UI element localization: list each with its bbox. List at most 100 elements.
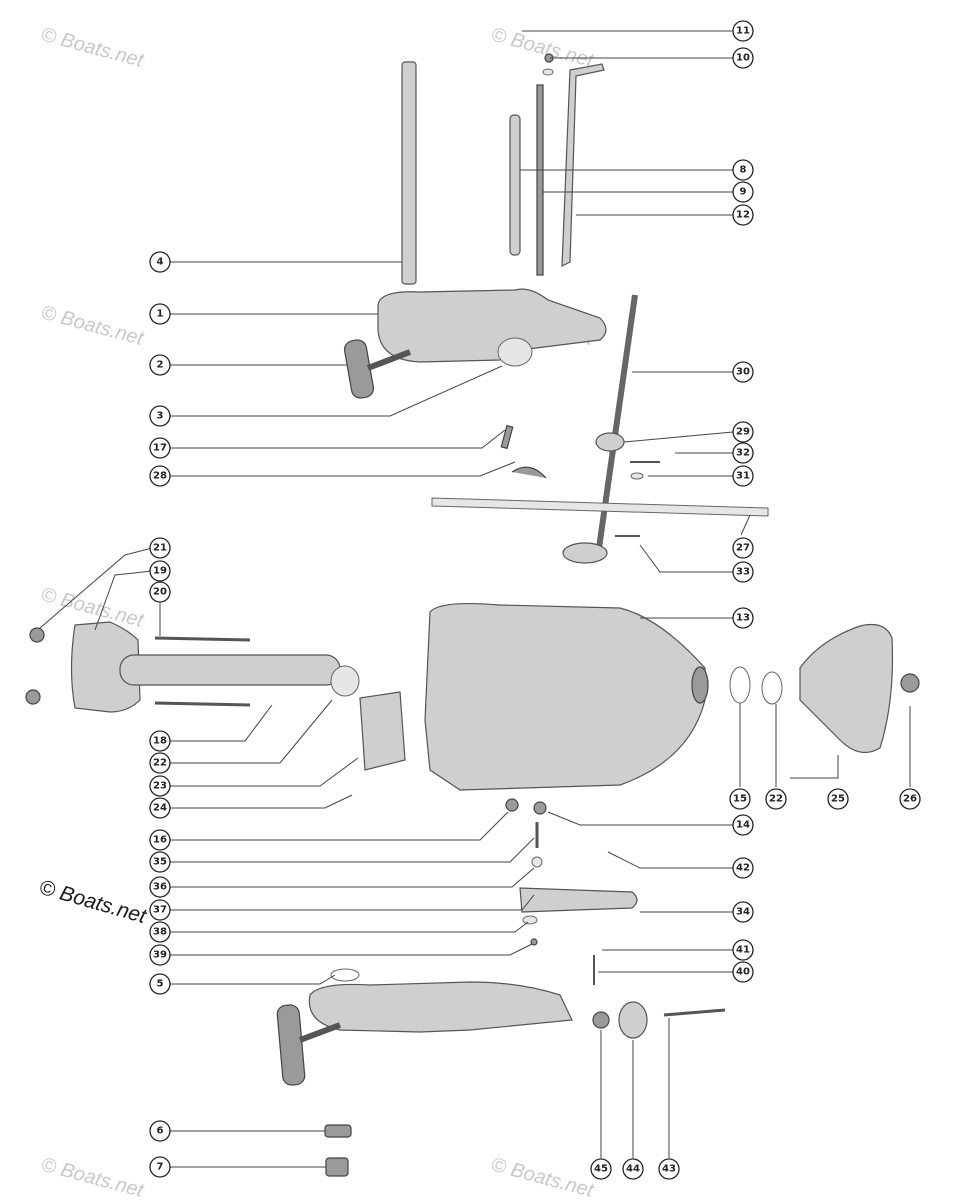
callout-40: 40 [732, 961, 754, 983]
svg-text:29: 29 [736, 427, 750, 438]
callout-2: 2 [149, 354, 171, 376]
svg-text:27: 27 [736, 543, 750, 554]
callout-8: 8 [732, 159, 754, 181]
callout-6: 6 [149, 1120, 171, 1142]
watermark-prominent: © Boats.net [37, 876, 150, 929]
rod-part-9 [536, 84, 544, 276]
svg-text:35: 35 [153, 857, 167, 868]
lower-handle-arm [298, 1022, 342, 1043]
collar-part-29 [595, 432, 625, 452]
bolt-part-20 [154, 636, 251, 642]
svg-text:18: 18 [153, 736, 167, 747]
part-7 [325, 1157, 349, 1177]
callout-44: 44 [622, 1158, 644, 1180]
svg-text:43: 43 [662, 1164, 676, 1175]
leader-lines [39, 30, 911, 1168]
callout-11: 11 [732, 20, 754, 42]
callout-17: 17 [149, 437, 171, 459]
leader-25 [790, 755, 839, 779]
callout-16: 16 [149, 829, 171, 851]
leader-23 [170, 757, 359, 787]
clamp-part-25 [799, 623, 894, 754]
callout-28: 28 [149, 465, 171, 487]
nut-lower [25, 689, 41, 705]
callout-25: 25 [827, 788, 849, 810]
svg-text:26: 26 [903, 794, 917, 805]
svg-text:19: 19 [153, 566, 167, 577]
callout-31: 31 [732, 465, 754, 487]
leader-16 [170, 811, 509, 841]
svg-text:30: 30 [736, 367, 750, 378]
callout-27: 27 [732, 537, 754, 559]
nut-part-21 [29, 627, 45, 643]
leader-29 [623, 431, 734, 443]
callout-33: 33 [732, 561, 754, 583]
svg-text:15: 15 [733, 794, 747, 805]
watermark-text: © Boats.net [39, 302, 147, 351]
bolt-part-43 [663, 1008, 726, 1017]
svg-text:31: 31 [736, 471, 750, 482]
svg-text:21: 21 [153, 543, 167, 554]
callout-1: 1 [149, 303, 171, 325]
leader-24 [170, 794, 353, 809]
svg-text:41: 41 [736, 945, 750, 956]
callout-9: 9 [732, 181, 754, 203]
leader-22a [170, 699, 333, 764]
bolt-lower [154, 701, 251, 707]
leader-18 [170, 704, 273, 742]
svg-text:12: 12 [736, 210, 750, 221]
washer-part-10 [542, 68, 554, 76]
svg-text:7: 7 [157, 1162, 164, 1173]
leader-42 [607, 851, 733, 869]
svg-text:11: 11 [736, 26, 750, 37]
svg-text:20: 20 [153, 587, 167, 598]
svg-text:6: 6 [157, 1126, 164, 1137]
callout-12: 12 [732, 204, 754, 226]
leader-28 [170, 461, 516, 477]
washer-part-38 [522, 915, 538, 925]
svg-text:8: 8 [740, 165, 747, 176]
rod-part-8 [509, 114, 521, 256]
leader-35 [170, 837, 535, 863]
ring-part-22b [761, 671, 783, 705]
disk-part-3 [497, 337, 533, 367]
svg-text:40: 40 [736, 967, 750, 978]
leader-17 [170, 429, 506, 449]
callout-19: 19 [149, 560, 171, 582]
callout-41: 41 [732, 939, 754, 961]
svg-text:22: 22 [153, 758, 167, 769]
svg-text:37: 37 [153, 905, 167, 916]
plate-part-27 [431, 497, 769, 517]
ring-part-15 [729, 666, 751, 704]
nut-part-45 [592, 1011, 610, 1029]
svg-text:42: 42 [736, 863, 750, 874]
callout-43: 43 [658, 1158, 680, 1180]
callout-38: 38 [149, 921, 171, 943]
svg-text:13: 13 [736, 613, 750, 624]
svg-text:16: 16 [153, 835, 167, 846]
washer-part-31 [630, 472, 644, 480]
leader-21 [39, 547, 153, 629]
callout-20: 20 [149, 581, 171, 603]
callout-23: 23 [149, 775, 171, 797]
leader-36 [170, 867, 535, 888]
callout-32: 32 [732, 442, 754, 464]
leader-38 [170, 921, 529, 933]
nut-part-26 [900, 673, 920, 693]
lower-bracket [308, 981, 573, 1033]
leader-19 [94, 570, 153, 631]
leader-33 [639, 544, 733, 573]
leader-5 [170, 974, 336, 985]
callout-36: 36 [149, 876, 171, 898]
disc-part-22 [330, 665, 360, 697]
leader-37 [170, 894, 535, 911]
housing-part-13 [424, 602, 706, 791]
callout-42: 42 [732, 857, 754, 879]
svg-text:3: 3 [157, 411, 164, 422]
part-6 [324, 1124, 352, 1138]
callout-30: 30 [732, 361, 754, 383]
svg-text:23: 23 [153, 781, 167, 792]
handle-arm [366, 349, 412, 371]
watermark-text: © Boats.net [489, 1154, 597, 1200]
callout-7: 7 [149, 1156, 171, 1178]
